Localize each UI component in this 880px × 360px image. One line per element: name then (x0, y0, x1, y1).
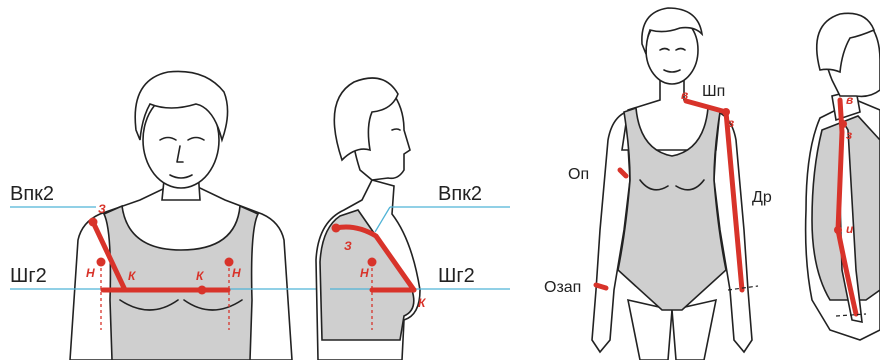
point-k-label: К (418, 296, 427, 310)
full-front-figure (592, 8, 752, 360)
point-z-label: З (344, 239, 352, 253)
point-z-small-label: з (846, 128, 852, 142)
label-shg2-right: Шг2 (438, 265, 475, 287)
point-k-marker (198, 286, 207, 295)
label-op: Оп (568, 166, 589, 183)
full-side-figure (806, 13, 880, 340)
point-v-label: в (846, 93, 853, 107)
label-shg2-left: Шг2 (10, 265, 47, 287)
point-n-label: Н (360, 266, 369, 280)
point-n-label: Н (232, 266, 241, 280)
label-vpk2-left: Впк2 (10, 183, 54, 205)
label-shp: Шп (702, 83, 725, 100)
point-i-label: и (846, 222, 854, 236)
side-bust-figure (316, 78, 420, 360)
point-z-marker (89, 218, 98, 227)
label-vpk2-right: Впк2 (438, 183, 482, 205)
point-z-small-label: з (728, 116, 734, 130)
point-v-label: в (681, 88, 688, 102)
point-n-label: Н (86, 266, 95, 280)
ozap-measure-mark (596, 285, 606, 288)
label-ozap: Озап (544, 279, 581, 296)
point-z-label: З (98, 202, 106, 216)
point-n-marker (97, 258, 106, 267)
label-dr: Др (752, 189, 772, 206)
